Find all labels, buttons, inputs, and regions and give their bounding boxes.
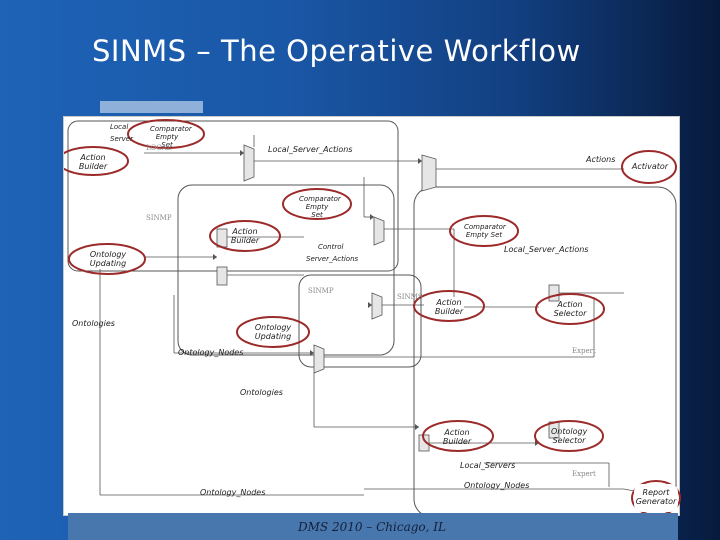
comparator-top-ring: [127, 119, 205, 149]
actions-demux-block: [421, 154, 437, 192]
activator-box: Activator: [630, 154, 670, 180]
local-servers-label: Local_Servers: [460, 461, 516, 470]
activator-label: Activator: [631, 161, 669, 171]
report-generator-label: Report Generator: [635, 488, 677, 506]
local-tag: LOCAL: [146, 144, 172, 152]
action-builder-3-ring: [413, 290, 485, 322]
ontology-nodes-1-label: Ontology_Nodes: [178, 348, 244, 357]
comparator-top-label: Comparator Empty Set: [150, 125, 192, 150]
action-builder-4-ring: [422, 420, 494, 452]
local-server-actions-right-label: Local_Server_Actions: [504, 245, 589, 254]
footer-bar: [68, 513, 678, 540]
control-label: Control: [318, 243, 344, 251]
action-builder-1-ring: [64, 146, 129, 176]
comparator-right-label: Comparator Empty Set: [464, 223, 506, 240]
action-builder-1-label: Action Builder: [78, 153, 108, 172]
sinms-mux-block: [371, 292, 383, 320]
builder-block-1: [216, 228, 228, 248]
ontology-updating-2-label: Ontology Updating: [254, 323, 292, 342]
expert-region-outline: [413, 186, 677, 515]
action-builder-2-ring: [209, 220, 281, 252]
ontologies-mid-label: Ontologies: [240, 388, 283, 397]
local-mux-block: [243, 144, 255, 182]
local-region-outline: [67, 120, 399, 272]
ontologies-left-label: Ontologies: [72, 319, 115, 328]
footer-text: DMS 2010 – Chicago, IL: [298, 520, 446, 534]
action-builder-4-label: Action Builder: [442, 428, 472, 447]
action-builder-2-label: Action Builder: [230, 227, 260, 246]
comparator-mid-label: Comparator Empty Set: [299, 195, 341, 220]
local-server-actions-top-label: Local_Server_Actions: [268, 145, 353, 154]
nodes-mux-block: [313, 344, 325, 374]
slide-title: SINMS – The Operative Workflow: [92, 34, 581, 68]
comparator-mid-ring: [282, 188, 352, 220]
action-selector-label: Action Selector: [553, 300, 587, 319]
workflow-diagram: Local Server Comparator Empty Set Local_…: [63, 116, 680, 516]
server-actions-label: Server_Actions: [306, 255, 359, 263]
selector-block-1: [548, 284, 560, 302]
ontology-nodes-3-label: Ontology_Nodes: [200, 488, 266, 497]
ontology-nodes-2-label: Ontology_Nodes: [464, 481, 530, 490]
action-builder-3-label: Action Builder: [434, 298, 464, 317]
ontology-selector-ring: [534, 420, 604, 452]
comparator-right-ring: [449, 215, 519, 247]
sinmp-mux-block: [373, 216, 385, 246]
local-server-label-1: Local: [110, 123, 129, 131]
sinmp-region-outline: [177, 184, 395, 356]
action-selector-ring: [535, 293, 605, 325]
ontology-selector-label: Ontology Selector: [551, 427, 588, 446]
expert-tag-1: Expert: [572, 347, 596, 355]
sinms-tag: SINMS: [397, 293, 423, 301]
ontology-updating-1-ring: [68, 243, 146, 275]
local-server-label-2: Server: [110, 135, 133, 143]
title-accent-bar: [100, 101, 203, 113]
report-generator-box: Report Generator: [634, 484, 678, 512]
ontology-updating-2-ring: [236, 316, 310, 348]
sinmp-tag-2: SINMP: [308, 287, 334, 295]
ontology-updating-1-label: Ontology Updating: [89, 250, 127, 269]
sinmp-tag-1: SINMP: [146, 214, 172, 222]
builder-block-2: [216, 266, 228, 286]
diagram-wiring: [64, 119, 677, 515]
actions-label: Actions: [586, 155, 616, 164]
expert-tag-2: Expert: [572, 470, 596, 478]
